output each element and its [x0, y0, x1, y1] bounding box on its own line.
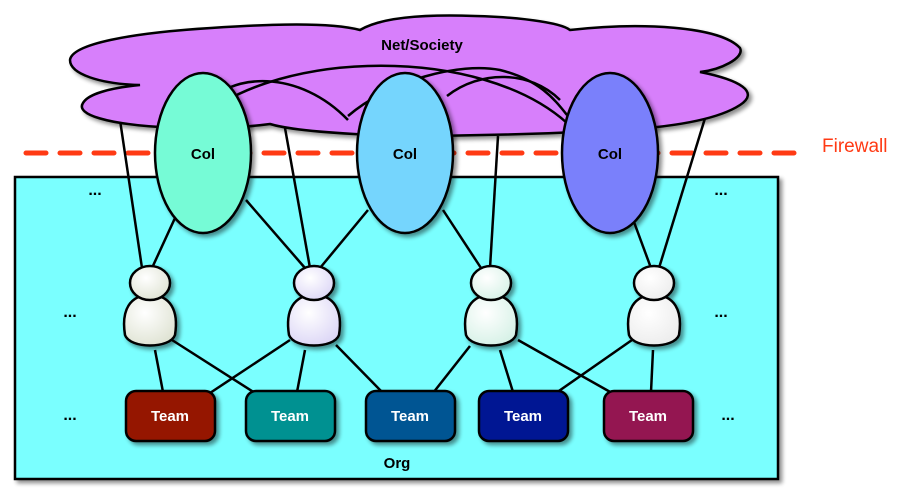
arc-col1-col3	[200, 64, 568, 124]
person1-to-team1	[153, 349, 165, 393]
col1-to-person-1	[150, 217, 177, 269]
person-2[interactable]	[286, 264, 342, 347]
person1-to-team2	[171, 338, 256, 395]
more-indicators: ... ... ... ... ... ...	[63, 182, 734, 424]
connection-lines	[118, 114, 708, 395]
person-body[interactable]	[122, 293, 178, 347]
person-4[interactable]	[626, 264, 682, 347]
cols-group: Col Col Col	[153, 71, 660, 235]
col2-to-person-3	[441, 209, 483, 269]
cloud-label: Net/Society	[381, 37, 463, 54]
team-box[interactable]	[602, 389, 695, 443]
org-label: Org	[384, 455, 411, 472]
person2-to-team2	[295, 349, 307, 393]
team-3[interactable]: Team	[364, 389, 457, 443]
person4-to-team4	[555, 338, 633, 395]
person2-to-team3	[335, 344, 384, 394]
team-box[interactable]	[364, 389, 457, 443]
cloud-to-person-4	[657, 114, 708, 269]
person4-to-team5	[649, 349, 655, 393]
col3-to-person-4	[632, 221, 653, 269]
people-group	[122, 264, 682, 347]
more-indicator-mid-right: ...	[714, 304, 727, 321]
person-head[interactable]	[469, 264, 513, 302]
col-3[interactable]: Col	[560, 71, 660, 235]
person-body[interactable]	[463, 293, 519, 347]
team-2[interactable]: Team	[244, 389, 337, 443]
person3-to-team3	[432, 345, 471, 394]
more-indicator-bottom-right: ...	[721, 407, 734, 424]
person3-to-team5	[517, 338, 613, 395]
arc-col2-col3b	[446, 75, 561, 101]
col-2[interactable]: Col	[355, 71, 455, 235]
cloud-to-person-1	[118, 119, 144, 269]
col2-to-person-2	[319, 209, 369, 269]
team-box[interactable]	[477, 389, 570, 443]
person-3[interactable]	[463, 264, 519, 347]
firewall-label: Firewall	[822, 136, 887, 157]
team-label: Team	[271, 408, 309, 425]
col-label: Col	[191, 146, 215, 163]
team-box[interactable]	[244, 389, 337, 443]
person2-to-team1	[209, 338, 291, 395]
col-1[interactable]: Col	[153, 71, 253, 235]
person3-to-team4	[498, 349, 515, 393]
person-body[interactable]	[286, 293, 342, 347]
more-indicator-top-right: ...	[714, 182, 727, 199]
cloud-to-person-3	[488, 135, 500, 269]
col-ellipse[interactable]	[560, 71, 660, 235]
more-indicator-mid-left: ...	[63, 304, 76, 321]
team-1[interactable]: Team	[124, 389, 217, 443]
col-ellipse[interactable]	[153, 71, 253, 235]
person-head[interactable]	[632, 264, 676, 302]
more-indicator-top-left: ...	[88, 182, 101, 199]
person-head[interactable]	[292, 264, 336, 302]
col-label: Col	[393, 146, 417, 163]
person-head[interactable]	[128, 264, 172, 302]
team-4[interactable]: Team	[477, 389, 570, 443]
team-box[interactable]	[124, 389, 217, 443]
col-label: Col	[598, 146, 622, 163]
col-ellipse[interactable]	[355, 71, 455, 235]
team-5[interactable]: Team	[602, 389, 695, 443]
teams-group: Team Team Team Team Team	[124, 389, 695, 443]
person-1[interactable]	[122, 264, 178, 347]
person-body[interactable]	[626, 293, 682, 347]
team-label: Team	[391, 408, 429, 425]
team-label: Team	[151, 408, 189, 425]
more-indicator-bottom-left: ...	[63, 407, 76, 424]
team-label: Team	[504, 408, 542, 425]
cloud-to-person-2	[283, 127, 312, 269]
team-label: Team	[629, 408, 667, 425]
col1-to-person-2	[245, 199, 306, 269]
